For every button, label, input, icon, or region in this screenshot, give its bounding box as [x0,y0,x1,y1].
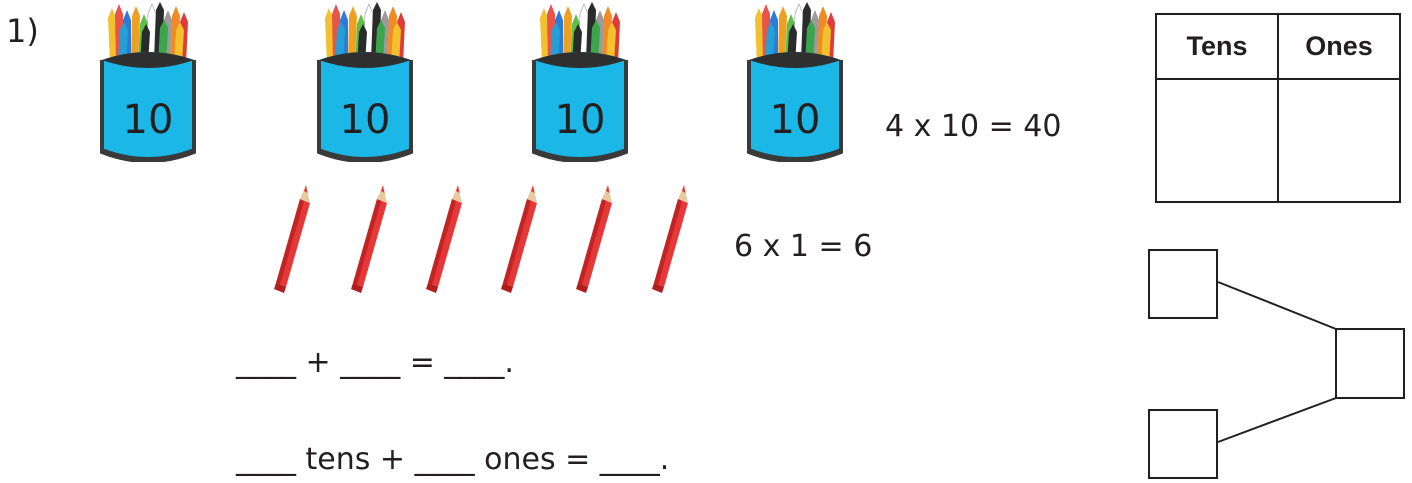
pencil-icon [650,183,690,295]
ones-answer-cell[interactable] [1277,78,1401,203]
pencil-cup: 10 [96,2,200,162]
pencil-icon [349,183,389,295]
pencil-icon [424,183,464,295]
pencil-icon [574,183,614,295]
single-pencil [272,183,312,295]
single-pencil [499,183,539,295]
single-pencil [349,183,389,295]
tens-header: Tens [1155,13,1279,80]
bond-line-top [1217,281,1337,330]
part-box-bottom[interactable] [1148,409,1218,479]
tens-answer-cell[interactable] [1155,78,1279,203]
pencil-cup: 10 [313,2,417,162]
tens-ones-sentence: ____ tens + ____ ones = ____. [236,442,670,477]
part-whole-model [1148,249,1405,479]
bond-line-bottom [1217,397,1337,443]
single-pencil [650,183,690,295]
pencil-cup: 10 [528,2,632,162]
ones-header: Ones [1277,13,1401,80]
pencil-cup: 10 [743,2,847,162]
single-pencil [574,183,614,295]
part-box-top[interactable] [1148,249,1218,319]
cup-label: 10 [769,97,821,143]
cup-label: 10 [339,97,391,143]
place-value-table: Tens Ones [1155,13,1401,203]
single-pencil [424,183,464,295]
cup-label: 10 [122,97,174,143]
pencil-icon [272,183,312,295]
ones-equation: 6 x 1 = 6 [734,229,873,264]
addition-sentence: ____ + ____ = ____. [236,345,514,380]
tens-equation: 4 x 10 = 40 [885,109,1062,144]
pencil-icon [499,183,539,295]
cup-label: 10 [554,97,606,143]
question-number: 1) [6,12,39,50]
whole-box[interactable] [1335,328,1405,399]
